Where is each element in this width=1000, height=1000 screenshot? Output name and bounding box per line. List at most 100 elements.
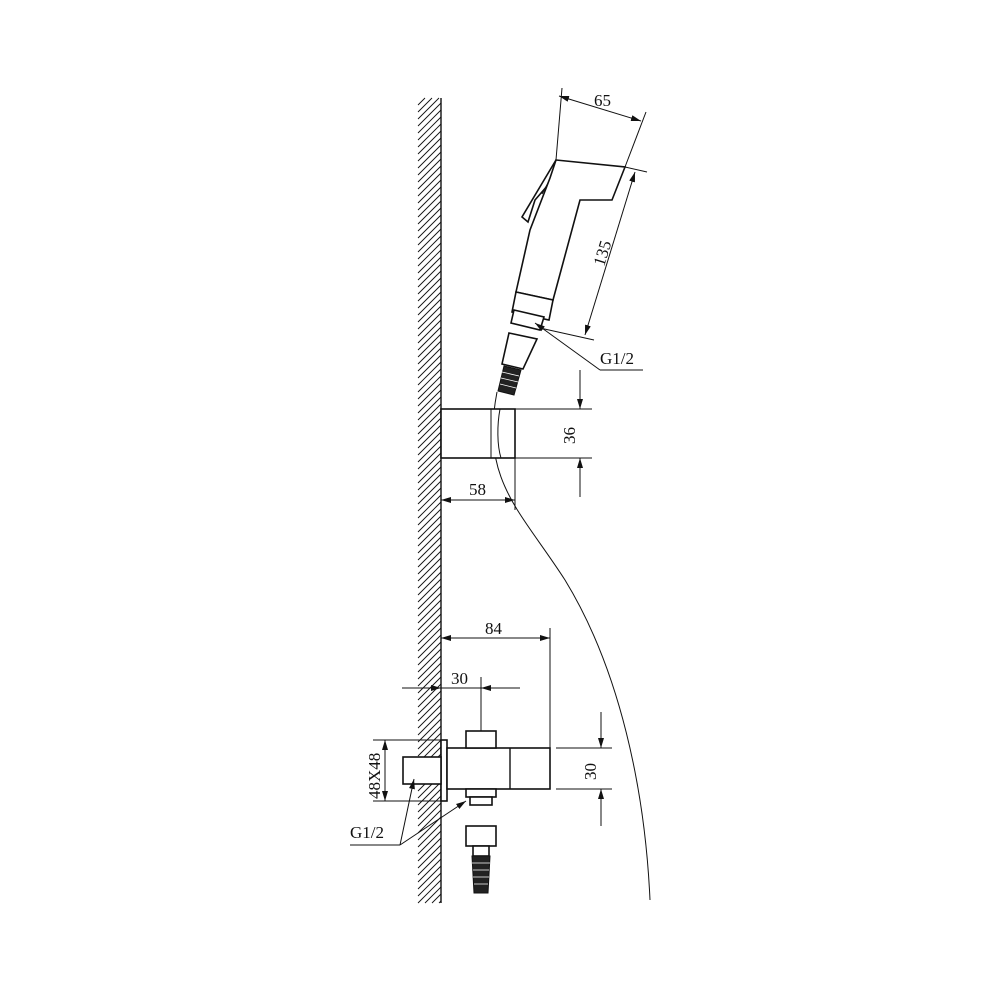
- hatch-line: [417, 389, 442, 414]
- hatch-line: [417, 473, 442, 498]
- hatch-line: [417, 795, 442, 820]
- hatch-line: [417, 823, 442, 848]
- hatch-line: [417, 872, 442, 897]
- dim-label-135: 135: [590, 238, 616, 268]
- hatch-line: [417, 844, 442, 869]
- hatch-line: [424, 886, 442, 904]
- hatch-line: [417, 235, 442, 260]
- hatch-line: [417, 669, 442, 694]
- hatch-line: [417, 242, 442, 267]
- hatch-line: [417, 97, 426, 106]
- hatch-line: [417, 466, 442, 491]
- callout-inlet-thread: G1/2: [350, 778, 467, 846]
- hatch-line: [417, 655, 442, 680]
- hose: [492, 391, 651, 901]
- hatch-line: [417, 592, 442, 617]
- hose-braid-top: [497, 365, 522, 396]
- hatch-line: [417, 165, 442, 190]
- hatch-line: [417, 144, 442, 169]
- dimension-valve-offset: 30: [402, 669, 520, 731]
- dimension-holder-depth: 58: [441, 458, 516, 510]
- hatch-line: [417, 200, 442, 225]
- wall-holder: [440, 408, 516, 459]
- hatch-line: [417, 179, 442, 204]
- hatch-line: [417, 270, 442, 295]
- hatch-line: [417, 382, 442, 407]
- hatch-line: [417, 697, 442, 722]
- hatch-line: [417, 480, 442, 505]
- hatch-line: [417, 333, 442, 358]
- hatch-line: [417, 704, 442, 729]
- dim-label-65: 65: [594, 91, 611, 110]
- hatch-line: [417, 249, 442, 274]
- hatch-line: [417, 809, 442, 834]
- hatch-line: [417, 571, 442, 596]
- hatch-line: [417, 536, 442, 561]
- hatch-line: [417, 851, 442, 876]
- dimension-valve-height: 30: [556, 712, 612, 826]
- hatch-line: [417, 417, 442, 442]
- hatch-line: [417, 172, 442, 197]
- hose-cone: [501, 332, 539, 370]
- hatch-line: [417, 718, 442, 743]
- hatch-line: [417, 830, 442, 855]
- hatch-line: [417, 529, 442, 554]
- hatch-line: [417, 543, 442, 568]
- hatch-line: [417, 284, 442, 309]
- hatch-line: [417, 781, 442, 806]
- hatch-line: [417, 158, 442, 183]
- hatch-line: [417, 319, 442, 344]
- callout-spray-thread: G1/2: [534, 322, 643, 371]
- hatch-line: [417, 564, 442, 589]
- hatch-line: [417, 725, 442, 750]
- hatch-line: [417, 116, 442, 141]
- hatch-line: [417, 228, 442, 253]
- dim-label-84: 84: [485, 619, 503, 638]
- hatch-line: [417, 354, 442, 379]
- angle-valve: [402, 730, 551, 894]
- hatch-line: [417, 326, 442, 351]
- hatch-line: [417, 410, 442, 435]
- hatch-line: [417, 634, 442, 659]
- hatch-line: [417, 690, 442, 715]
- hatch-line: [417, 375, 442, 400]
- hatch-line: [417, 837, 442, 862]
- dimension-flange-size: 48X48: [365, 739, 441, 802]
- hatch-line: [431, 893, 442, 904]
- hatch-line: [417, 123, 442, 148]
- hatch-line: [417, 291, 442, 316]
- hatch-line: [417, 802, 442, 827]
- hatch-line: [417, 557, 442, 582]
- hatch-line: [417, 627, 442, 652]
- hatch-line: [417, 340, 442, 365]
- hatch-line: [417, 508, 442, 533]
- hatch-line: [417, 879, 442, 904]
- valve-body: [446, 747, 551, 790]
- hatch-line: [417, 396, 442, 421]
- valve-flange: [440, 739, 448, 802]
- valve-bottom-outlet: [465, 788, 497, 798]
- hatch-line: [417, 263, 442, 288]
- dim-label-height-30: 30: [581, 763, 600, 780]
- hatch-line: [417, 109, 442, 134]
- hatch-line: [417, 662, 442, 687]
- hatch-line: [417, 445, 442, 470]
- valve-top-outlet: [465, 730, 497, 749]
- hatch-line: [417, 151, 442, 176]
- dim-label-spray-thread: G1/2: [600, 349, 634, 368]
- wall-hatching: [417, 97, 442, 904]
- inlet-stub: [402, 756, 442, 785]
- hatch-line: [417, 585, 442, 610]
- hatch-line: [417, 403, 442, 428]
- hatch-line: [417, 221, 442, 246]
- hatch-line: [417, 368, 442, 393]
- hatch-line: [417, 438, 442, 463]
- lower-hose-braid: [471, 855, 491, 894]
- hatch-line: [417, 865, 442, 890]
- hatch-line: [417, 494, 442, 519]
- hatch-line: [417, 312, 442, 337]
- hatch-line: [417, 648, 442, 673]
- hatch-line: [417, 578, 442, 603]
- hatch-line: [417, 137, 442, 162]
